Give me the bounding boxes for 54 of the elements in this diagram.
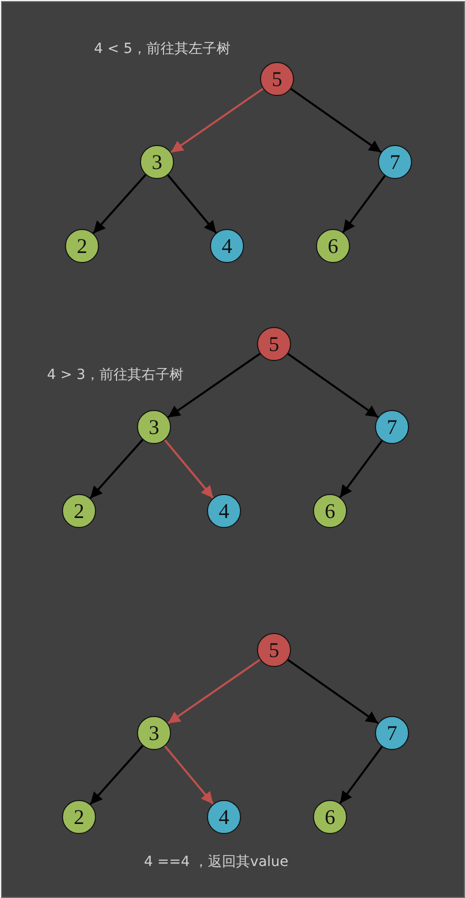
step-note: 4 > 3，前往其右子树: [47, 366, 184, 384]
arrow: [342, 175, 386, 233]
arrow: [287, 658, 379, 724]
node-value: 3: [148, 720, 160, 746]
tree-node-circle: [257, 633, 291, 667]
arrow: [287, 352, 379, 418]
arrow: [170, 88, 264, 154]
node-value: 2: [76, 234, 88, 258]
tree-node-circle: [313, 800, 347, 834]
node-value: 7: [386, 720, 398, 746]
node-value: 6: [324, 498, 336, 524]
arrow: [164, 439, 214, 499]
tree-node-circle: [65, 229, 99, 263]
node-value: 6: [328, 234, 338, 258]
tree-node-circle: [375, 716, 409, 750]
tree-node-circle: [260, 62, 294, 96]
tree-node-circle: [62, 494, 96, 528]
step-note: 4 < 5，前往其左子树: [94, 40, 230, 58]
node-value: 5: [272, 66, 282, 92]
arrow: [339, 440, 383, 498]
tree-node-circle: [378, 145, 412, 179]
arrow: [90, 745, 144, 805]
arrow: [90, 439, 144, 499]
tree-node-circle: [140, 145, 174, 179]
tree-node-circle: [313, 494, 347, 528]
node-value: 6: [324, 804, 336, 830]
node-value: 7: [386, 414, 398, 440]
node-value: 3: [148, 414, 160, 440]
tree-node-circle: [62, 800, 96, 834]
node-value: 4: [218, 498, 230, 524]
node-value: 5: [268, 332, 280, 356]
arrow: [167, 352, 261, 418]
node-value: 5: [268, 638, 280, 662]
arrow: [92, 174, 146, 234]
arrow: [164, 745, 214, 805]
tree-node-circle: [210, 229, 244, 263]
tree-node-circle: [207, 494, 241, 528]
arrow: [290, 88, 382, 154]
arrow: [167, 658, 261, 724]
tree-node-circle: [137, 716, 171, 750]
node-value: 4: [222, 234, 232, 258]
node-value: 2: [74, 804, 84, 830]
arrow: [167, 174, 217, 234]
tree-node-circle: [375, 410, 409, 444]
step-note: 4 ==4 ，返回其value: [144, 853, 288, 871]
node-value: 3: [152, 150, 162, 174]
node-value: 2: [74, 498, 84, 524]
tree-node-circle: [207, 800, 241, 834]
tree-node-circle: [316, 229, 350, 263]
tree-node-circle: [137, 410, 171, 444]
node-value: 7: [390, 150, 400, 174]
node-value: 4: [218, 804, 230, 830]
arrow: [339, 746, 383, 804]
tree-node-circle: [257, 327, 291, 361]
